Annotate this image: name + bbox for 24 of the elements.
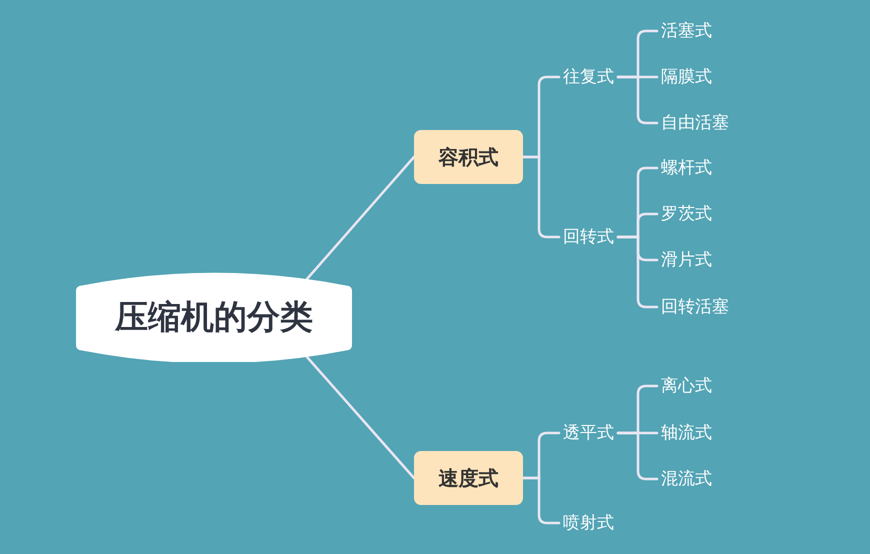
connector-line xyxy=(306,156,416,280)
branch-label: 自由活塞 xyxy=(657,112,733,134)
connector-line xyxy=(522,476,560,524)
branch-label: 往复式 xyxy=(559,66,618,88)
category-box: 容积式 xyxy=(414,130,523,184)
connector-line xyxy=(306,356,416,480)
connector-line xyxy=(522,156,560,238)
category-box: 速度式 xyxy=(414,451,523,505)
branch-label: 罗茨式 xyxy=(657,203,716,225)
branch-label: 透平式 xyxy=(559,422,618,444)
branch-label: 轴流式 xyxy=(657,422,716,444)
branch-label: 喷射式 xyxy=(559,512,618,534)
branch-label: 回转活塞 xyxy=(657,296,733,318)
branch-label: 隔膜式 xyxy=(657,66,716,88)
branch-label: 螺杆式 xyxy=(657,157,716,179)
branch-label: 离心式 xyxy=(657,375,716,397)
connector-line xyxy=(616,236,658,308)
branch-label: 活塞式 xyxy=(657,20,716,42)
connector-line xyxy=(616,432,658,480)
branch-label: 混流式 xyxy=(657,468,716,490)
topic-shape: 压缩机的分类 xyxy=(76,272,352,362)
branch-label: 滑片式 xyxy=(657,249,716,271)
connector-line xyxy=(616,76,658,124)
branch-label: 回转式 xyxy=(559,226,618,248)
